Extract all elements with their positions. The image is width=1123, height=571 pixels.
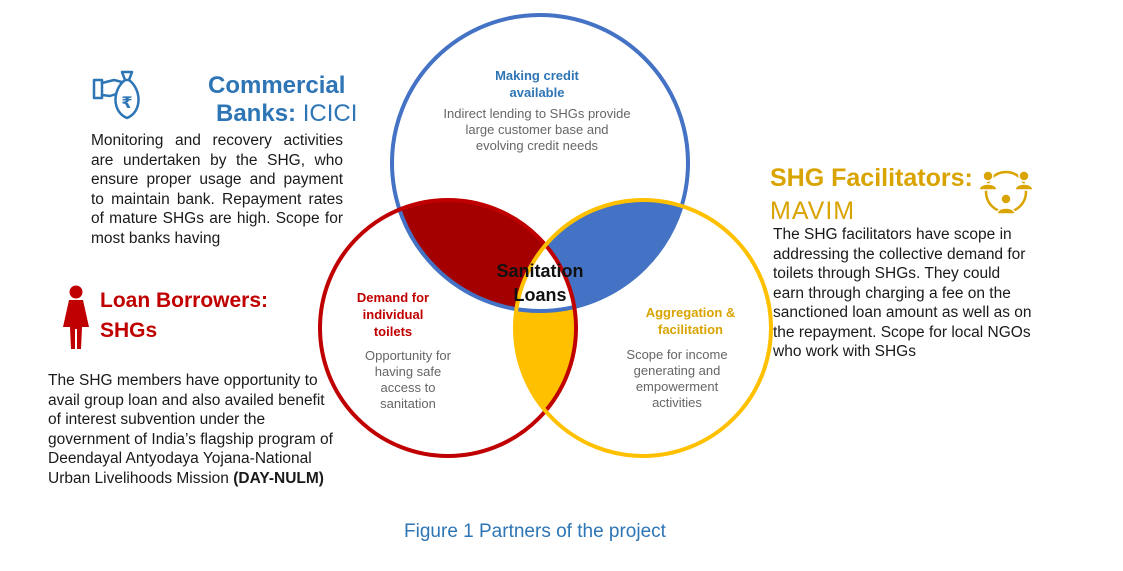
venn-right-heading: Aggregation & facilitation xyxy=(645,305,736,337)
venn-right-body: Scope for income generating and empowerm… xyxy=(626,347,728,410)
people-network-icon xyxy=(978,170,1034,215)
figure-caption: Figure 1 Partners of the project xyxy=(404,521,666,542)
borrowers-title: Loan Borrowers: SHGs xyxy=(100,286,268,346)
circle-left xyxy=(318,198,578,458)
banks-title: Commercial xyxy=(208,72,346,99)
facilitators-subtitle: MAVIM xyxy=(770,197,856,225)
banks-label: Banks: xyxy=(216,100,297,127)
center-line1: Sanitation xyxy=(496,261,584,281)
venn-left-body: Opportunity for having safe access to sa… xyxy=(365,348,451,411)
facilitators-title: SHG Facilitators: xyxy=(770,164,973,192)
overlap-top-right xyxy=(515,200,688,311)
facilitators-description: The SHG facilitators have scope in addre… xyxy=(773,226,1032,360)
svg-text:₹: ₹ xyxy=(121,93,132,112)
circle-top xyxy=(390,13,690,313)
borrowers-title-line2: SHGs xyxy=(100,319,158,342)
money-bag-hand-icon: ₹ xyxy=(92,70,140,120)
venn-center-label: Sanitation Loans xyxy=(475,259,605,307)
venn-left-heading: Demand for individual toilets xyxy=(356,290,430,339)
circle-right xyxy=(513,198,773,458)
venn-top-heading: Making credit available xyxy=(495,68,579,100)
banks-name: ICICI xyxy=(296,100,358,127)
banks-subtitle: Banks: ICICI xyxy=(216,100,357,128)
borrowers-title-line1: Loan Borrowers: xyxy=(100,289,269,312)
borrowers-description-text: The SHG members have opportunity to avai… xyxy=(48,372,333,487)
overlap-top-left xyxy=(392,200,576,311)
center-line2: Loans xyxy=(513,285,567,305)
borrowers-description-bold: (DAY-NULM) xyxy=(233,469,324,487)
banks-description: Monitoring and recovery activities are u… xyxy=(91,132,343,247)
venn-top-body: Indirect lending to SHGs provide large c… xyxy=(443,106,631,153)
woman-icon xyxy=(63,285,89,349)
borrowers-description: The SHG members have opportunity to avai… xyxy=(48,371,340,488)
